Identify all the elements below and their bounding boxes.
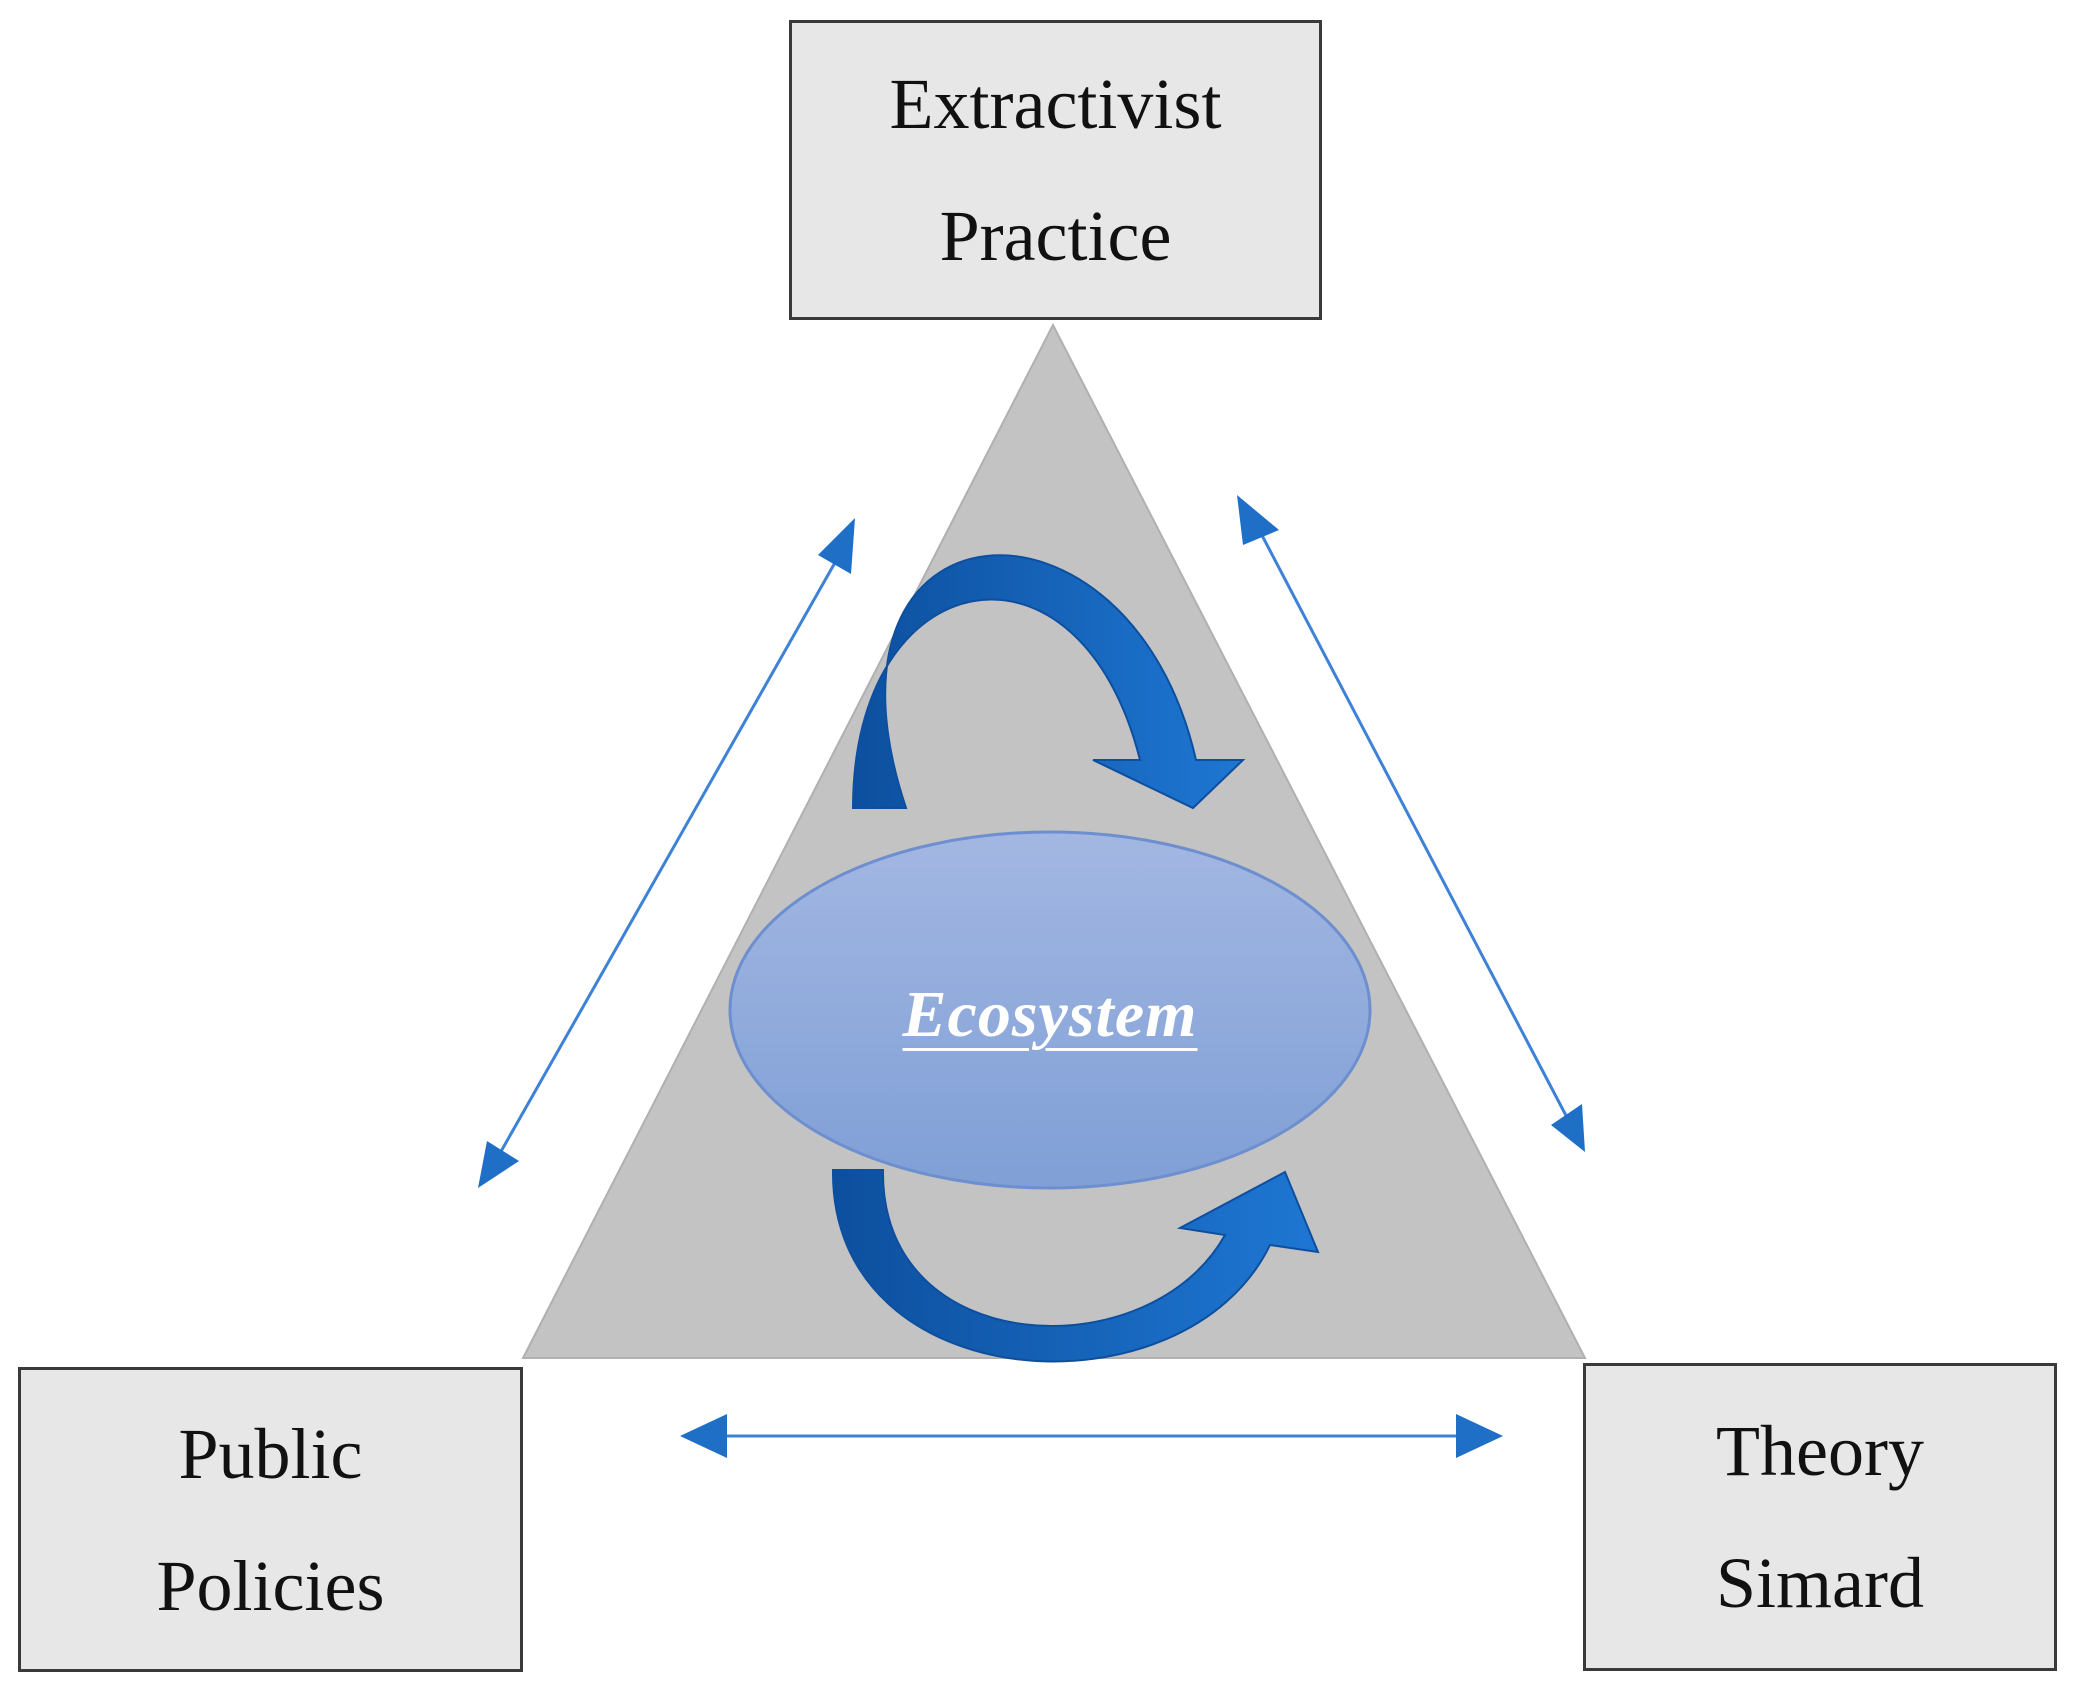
arrowhead-top-left-lower <box>478 1141 519 1188</box>
cycle-arrow-bottom <box>831 1169 1320 1363</box>
connector-top-right <box>1237 495 1585 1152</box>
ecosystem-label: Ecosystem <box>902 978 1198 1051</box>
connector-left-right <box>680 1414 1503 1458</box>
ecosystem-ellipse <box>728 830 1372 1190</box>
connector-top-left <box>478 518 855 1188</box>
arrowhead-top-right-lower <box>1551 1104 1585 1152</box>
node-top-line1: Extractivist <box>889 64 1222 144</box>
cycle-arrow-top <box>851 554 1246 810</box>
node-left-line1: Public <box>178 1413 363 1494</box>
node-right-line2: Simard <box>1716 1543 1924 1623</box>
node-right-line1: Theory <box>1716 1411 1924 1491</box>
node-extractivist-practice: Extractivist Practice <box>789 20 1322 320</box>
arrowhead-horizontal-left <box>680 1414 727 1458</box>
node-left-line2: Policies <box>156 1545 385 1626</box>
arrowhead-top-right-upper <box>1237 495 1279 545</box>
node-theory-simard: Theory Simard <box>1583 1363 2057 1671</box>
arrowhead-horizontal-right <box>1456 1414 1503 1458</box>
node-public-policies: Public Policies <box>18 1367 523 1672</box>
node-top-line2: Practice <box>939 196 1172 276</box>
arrowhead-top-left-upper <box>818 518 855 574</box>
